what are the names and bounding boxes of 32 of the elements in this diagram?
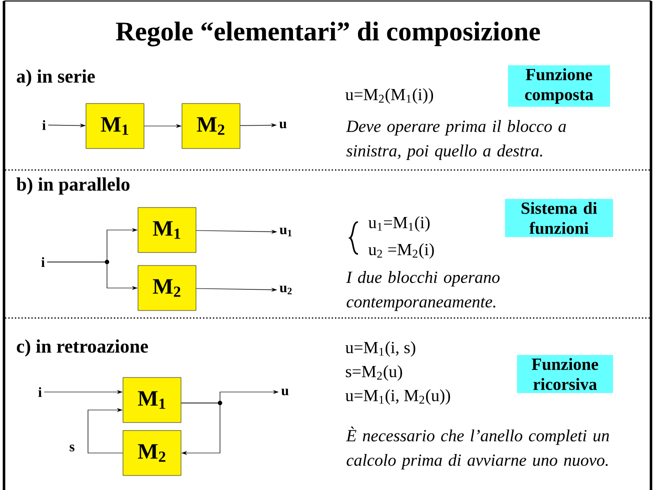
section-heading: b) in parallelo [16, 177, 130, 195]
note-text: I due blocchi operano contemporaneamente. [346, 271, 500, 311]
title: Regole “elementari” di composizione [116, 22, 540, 46]
signal-label: i [42, 120, 46, 130]
equation: u$_{2}$ =M$_{2}$(i) [368, 243, 434, 259]
equation: s=M$_{2}$(u) [346, 365, 402, 381]
signal-label: i [38, 387, 42, 397]
block-box: M$_{2}$ [122, 430, 182, 476]
function-box: Funzione ricorsiva [517, 355, 613, 393]
signal-label: u [279, 122, 287, 128]
note-text: È necessario che l’anello completi un calcolo prima di avviarne uno nuovo. [346, 426, 609, 470]
arrow [180, 402, 220, 456]
equation: u=M$_{1}$(i, M$_{2}$(u)) [345, 389, 450, 405]
block-box: M$_{1}$ [122, 377, 182, 423]
edge-label: s [68, 444, 76, 452]
section-heading: a) in serie [16, 69, 95, 87]
function-box: Funzione composta [508, 65, 610, 107]
equation: u=M$_{1}$(i, s) [345, 341, 416, 357]
arrow [88, 408, 124, 454]
equation: u=M$_{2}$(M$_{1}$(i)) [345, 88, 434, 104]
equation: u$_{1}$=M$_{1}$(i) [368, 216, 430, 232]
signal-label: u$_{1}$ [280, 228, 292, 236]
note-text: Deve operare prima il blocco a sinistra, poi quello a destra. [346, 120, 566, 160]
block-box: M$_{2}$ [138, 265, 196, 311]
signal-label: u [281, 388, 289, 396]
block-box: M$_{1}$ [138, 207, 196, 253]
function-box: Sistema di funzioni [505, 199, 613, 237]
section-heading: c) in retroazione [16, 339, 148, 357]
signal-label: i [41, 257, 45, 267]
signal-label: u$_{2}$ [280, 286, 292, 294]
block-box: M$_{1}$ [86, 103, 144, 149]
block-box: M$_{2}$ [182, 103, 240, 149]
